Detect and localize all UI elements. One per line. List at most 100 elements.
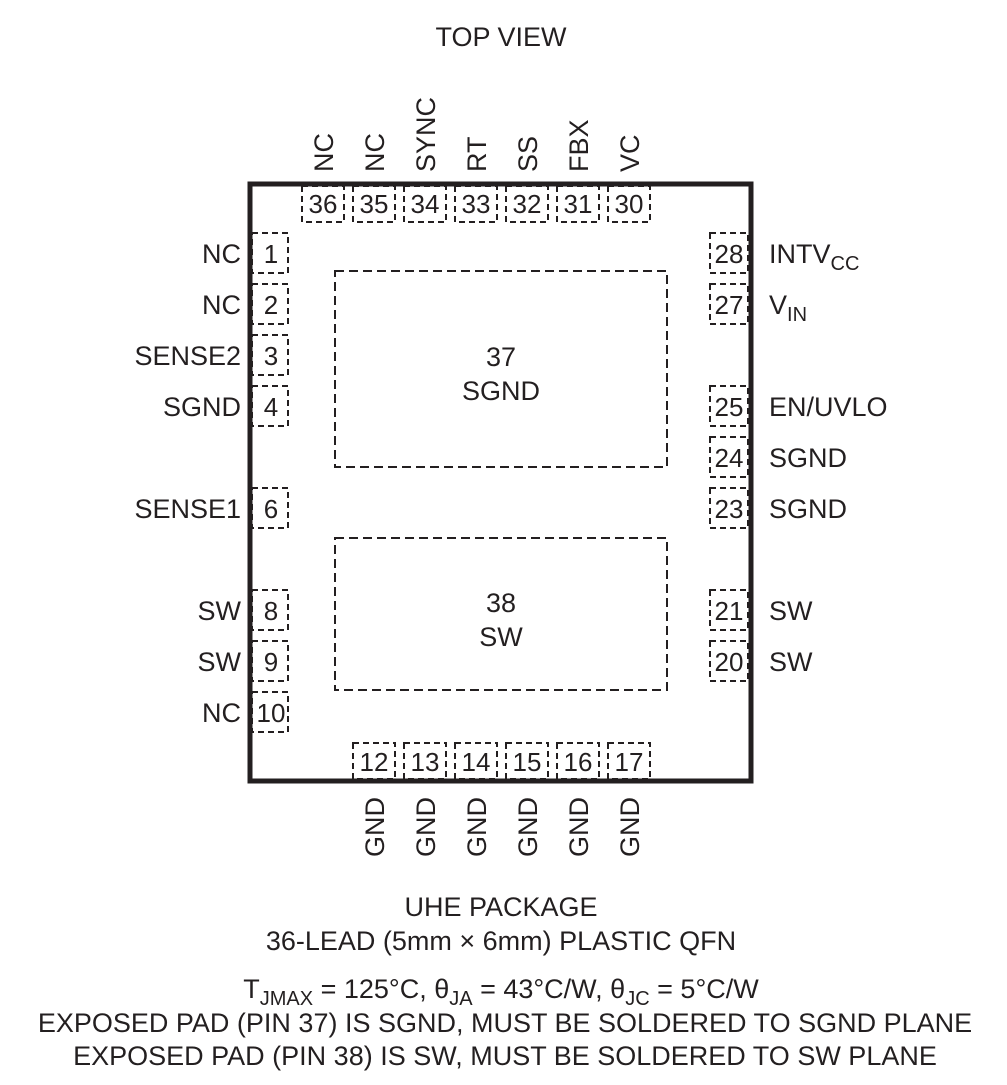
pin-label: NC <box>202 290 241 320</box>
pin-pad <box>556 185 600 223</box>
pin-label: SS <box>513 136 543 172</box>
pin-pad <box>403 185 447 223</box>
exposed-pad-number: 38 <box>486 588 516 618</box>
pin-label: VC <box>615 134 645 172</box>
pin-label: FBX <box>564 119 594 172</box>
pin-3: 3 SENSE2 <box>134 334 289 376</box>
pin-34: 34 SYNC <box>403 97 447 223</box>
pin-pad <box>505 742 549 780</box>
pin-8: 8 SW <box>198 589 289 631</box>
pin-label: GND <box>462 797 492 857</box>
pin-pad <box>709 589 749 631</box>
pin-number: 13 <box>411 747 440 777</box>
pin-number: 25 <box>715 392 744 422</box>
pin-pad <box>709 487 749 529</box>
pin-number: 21 <box>715 596 744 626</box>
pin-number: 16 <box>564 747 593 777</box>
pin-30: 30 VC <box>607 134 651 223</box>
exposed-pad-outline <box>334 537 668 691</box>
thermal-specs: TJMAX = 125°C, θJA = 43°C/W, θJC = 5°C/W <box>243 974 759 1010</box>
package-body <box>247 181 754 784</box>
pin-number: 20 <box>715 647 744 677</box>
pin-pad <box>251 691 289 733</box>
pin-number: 6 <box>264 494 278 524</box>
pin-number: 34 <box>411 189 440 219</box>
pin-label: SGND <box>769 494 847 524</box>
pin-label: SW <box>198 596 242 626</box>
package-description: 36-LEAD (5mm × 6mm) PLASTIC QFN <box>266 926 736 956</box>
package-name: UHE PACKAGE <box>404 892 597 922</box>
pin-label: EN/UVLO <box>769 392 888 422</box>
pin-number: 14 <box>462 747 491 777</box>
pin-label: RT <box>462 136 492 172</box>
pin-number: 30 <box>615 189 644 219</box>
pin-pad <box>403 742 447 780</box>
pin-pad <box>709 436 749 478</box>
pin-label: SW <box>769 647 813 677</box>
pin-pad <box>454 742 498 780</box>
exposed-pad-number: 37 <box>486 342 516 372</box>
pin-32: 32 SS <box>505 136 549 223</box>
pin-pad <box>251 334 289 376</box>
pin-label: NC <box>309 133 339 172</box>
pin-pad <box>251 640 289 682</box>
pin-36: 36 NC <box>301 133 345 223</box>
pin-number: 27 <box>715 290 744 320</box>
pin-label: GND <box>615 797 645 857</box>
pin-number: 8 <box>264 596 278 626</box>
exposed-pad-37: 37 SGND <box>334 270 668 468</box>
pin-1: 1NC <box>202 232 289 274</box>
pin-label: VIN <box>769 290 807 326</box>
pin-pad <box>251 283 289 325</box>
pin-label: SGND <box>769 443 847 473</box>
pin-number: 28 <box>715 239 744 269</box>
pin-label: GND <box>513 797 543 857</box>
pin-number: 32 <box>513 189 542 219</box>
diagram-title: TOP VIEW <box>435 22 567 52</box>
pin-number: 33 <box>462 189 491 219</box>
pin-number: 4 <box>264 392 278 422</box>
pin-label: SGND <box>163 392 241 422</box>
pin-pad <box>505 185 549 223</box>
exposed-pad-name: SW <box>479 622 523 652</box>
pin-24: 24 SGND <box>709 436 847 478</box>
pin-number: 1 <box>264 239 278 269</box>
pin-number: 24 <box>715 443 744 473</box>
pin-label: SYNC <box>411 97 441 172</box>
pin-pad <box>352 742 396 780</box>
pin-9: 9SW <box>198 640 289 682</box>
pin-pad <box>607 742 651 780</box>
pin-28: 28 INTVCC <box>709 232 859 275</box>
pin-number: 12 <box>360 747 389 777</box>
pin-pad <box>709 640 749 682</box>
exposed-pad-note-37: EXPOSED PAD (PIN 37) IS SGND, MUST BE SO… <box>38 1008 972 1038</box>
pin-number: 15 <box>513 747 542 777</box>
pin-pad <box>352 185 396 223</box>
pin-pad <box>709 232 749 274</box>
pin-number: 9 <box>264 647 278 677</box>
pin-label: INTVCC <box>769 239 859 275</box>
pin-number: 36 <box>309 189 338 219</box>
pin-4: 4 SGND <box>163 385 289 427</box>
pin-number: 3 <box>264 341 278 371</box>
pin-label: GND <box>564 797 594 857</box>
pin-2: 2NC <box>202 283 289 325</box>
pin-label: NC <box>360 133 390 172</box>
exposed-pad-note-38: EXPOSED PAD (PIN 38) IS SW, MUST BE SOLD… <box>73 1041 937 1071</box>
pin-pad <box>251 385 289 427</box>
pin-20: 20 SW <box>709 640 813 682</box>
pin-label: SENSE2 <box>134 341 241 371</box>
